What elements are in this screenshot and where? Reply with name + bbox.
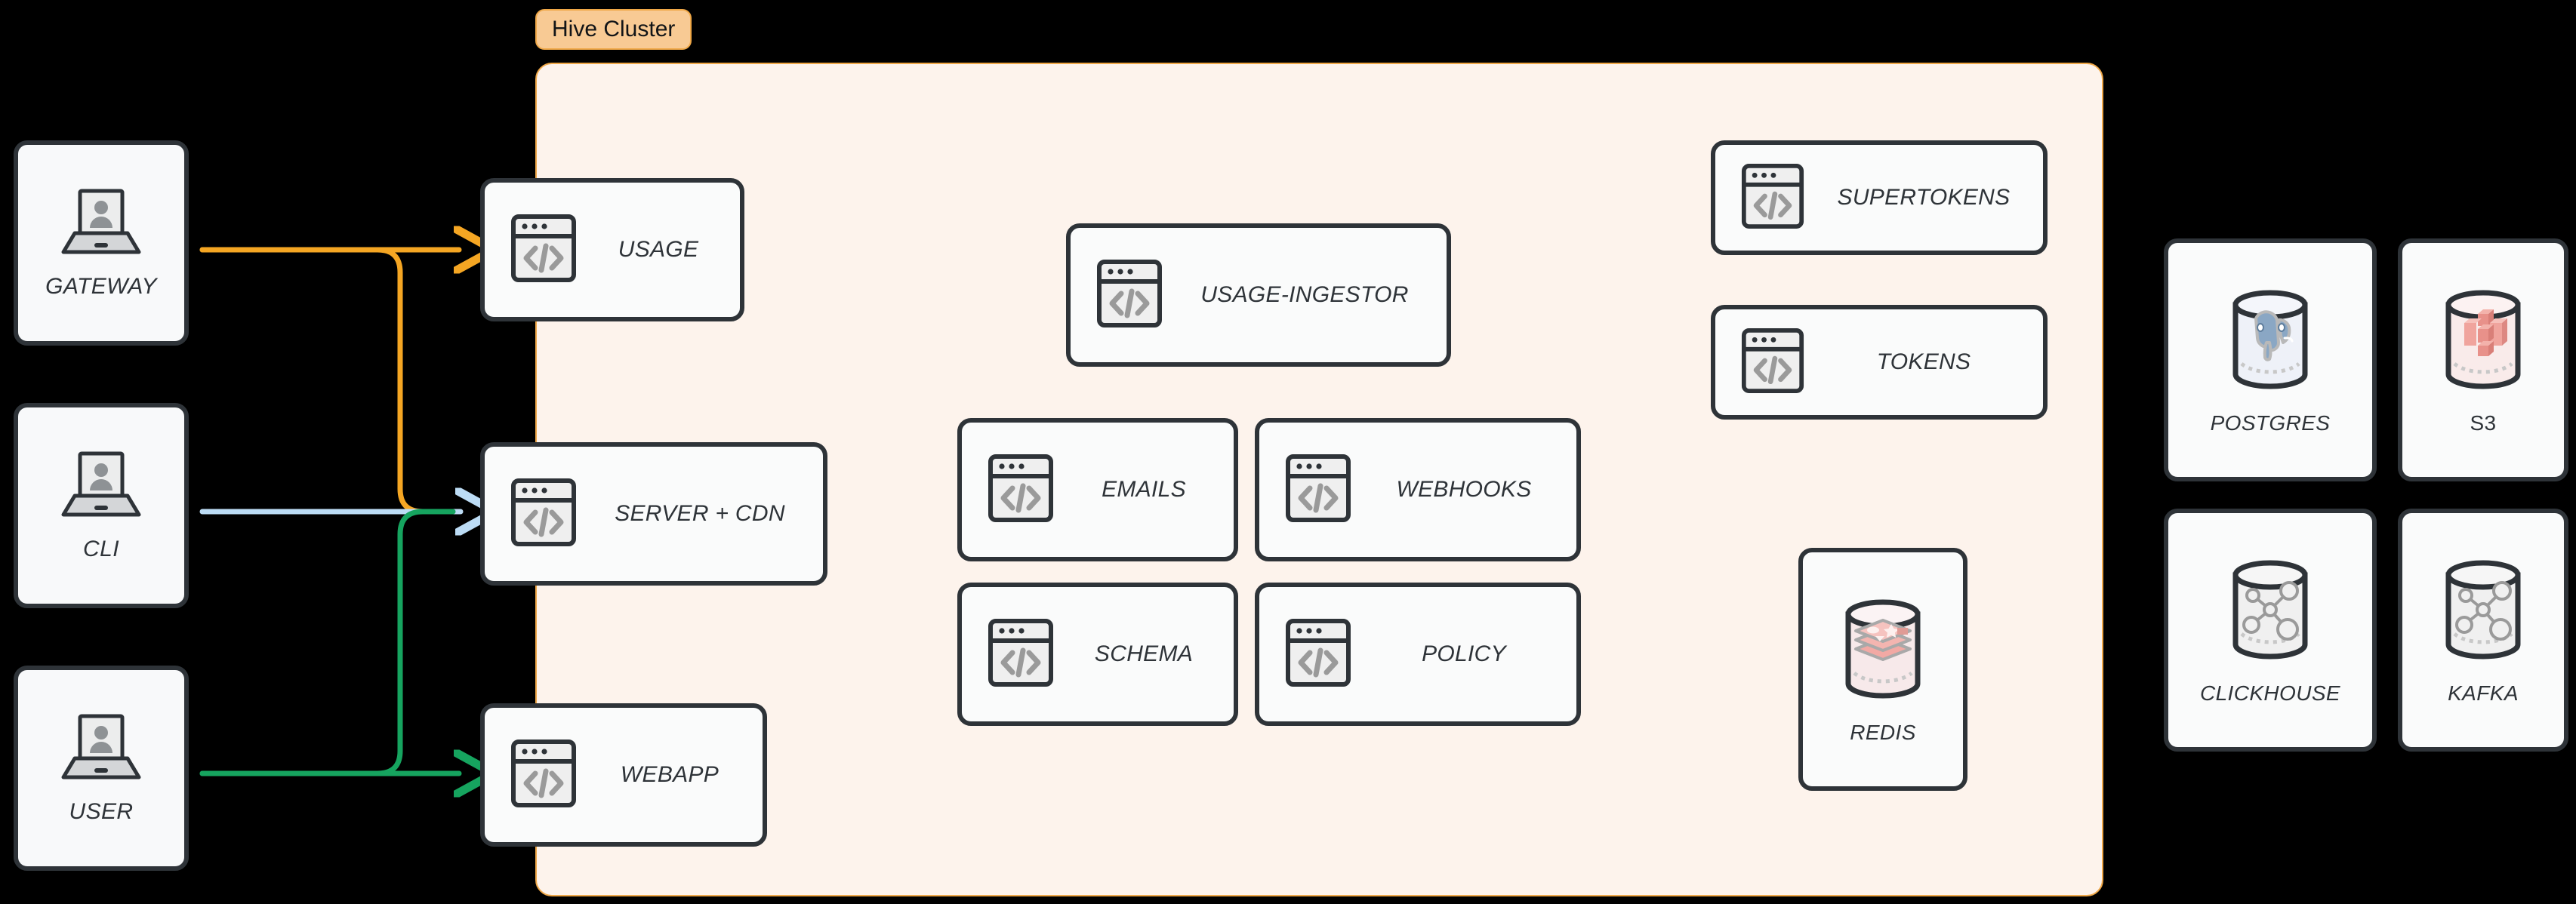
client-label: USER [69, 798, 134, 824]
store-label: REDIS [1850, 720, 1916, 744]
s3-cylinder-icon [2436, 285, 2531, 399]
service-node-webapp[interactable]: WEBAPP [480, 703, 767, 847]
database-cylinder-icon [2223, 555, 2318, 669]
code-window-icon [1285, 618, 1351, 691]
code-window-icon [1741, 163, 1804, 233]
service-label: POLICY [1422, 641, 1506, 666]
client-label: GATEWAY [45, 273, 157, 299]
code-window-icon [1741, 327, 1804, 398]
code-window-icon [510, 214, 577, 287]
laptop-user-icon [57, 450, 146, 526]
database-cylinder-icon [2436, 555, 2531, 669]
redis-cylinder-icon [1835, 595, 1930, 709]
store-node-s3[interactable]: S3 [2398, 238, 2568, 481]
service-label: SERVER + CDN [615, 501, 785, 526]
wire-gateway-to-server-cdn [199, 247, 456, 515]
service-node-webhooks[interactable]: WEBHOOKS [1255, 418, 1581, 561]
service-label: USAGE-INGESTOR [1200, 282, 1409, 307]
store-node-clickhouse[interactable]: CLICKHOUSE [2164, 509, 2377, 752]
store-label: KAFKA [2448, 681, 2519, 705]
store-label: S3 [2470, 410, 2497, 435]
service-node-policy[interactable]: POLICY [1255, 583, 1581, 726]
client-node-gateway[interactable]: GATEWAY [14, 140, 189, 346]
service-node-server-cdn[interactable]: SERVER + CDN [480, 442, 827, 586]
store-label: POSTGRES [2210, 410, 2331, 435]
code-window-icon [1285, 454, 1351, 527]
postgres-cylinder-icon [2220, 285, 2321, 399]
code-window-icon [988, 454, 1054, 527]
code-window-icon [988, 618, 1054, 691]
service-label: SUPERTOKENS [1837, 185, 2011, 210]
client-label: CLI [83, 536, 119, 561]
service-node-emails[interactable]: EMAILS [957, 418, 1238, 561]
service-label: SCHEMA [1094, 641, 1194, 666]
wire-user-to-server-cdn [199, 509, 456, 776]
code-window-icon [510, 478, 577, 551]
service-node-supertokens[interactable]: SUPERTOKENS [1711, 140, 2048, 255]
service-label: EMAILS [1102, 477, 1186, 502]
client-node-cli[interactable]: CLI [14, 403, 189, 608]
hive-cluster-label: Hive Cluster [535, 9, 692, 50]
service-node-tokens[interactable]: TOKENS [1711, 305, 2048, 420]
laptop-user-icon [57, 187, 146, 263]
store-label: CLICKHOUSE [2199, 681, 2341, 705]
service-node-schema[interactable]: SCHEMA [957, 583, 1238, 726]
store-node-postgres[interactable]: POSTGRES [2164, 238, 2377, 481]
service-label: TOKENS [1876, 349, 1971, 374]
code-window-icon [1096, 259, 1163, 332]
service-node-usage[interactable]: USAGE [480, 178, 744, 321]
client-node-user[interactable]: USER [14, 666, 189, 871]
service-label: USAGE [618, 237, 699, 262]
laptop-user-icon [57, 712, 146, 789]
service-label: WEBHOOKS [1396, 477, 1532, 502]
store-node-kafka[interactable]: KAFKA [2398, 509, 2568, 752]
code-window-icon [510, 739, 577, 812]
service-label: WEBAPP [620, 762, 719, 787]
service-node-usage-ingestor[interactable]: USAGE-INGESTOR [1066, 223, 1451, 367]
store-node-redis[interactable]: REDIS [1798, 548, 1967, 791]
